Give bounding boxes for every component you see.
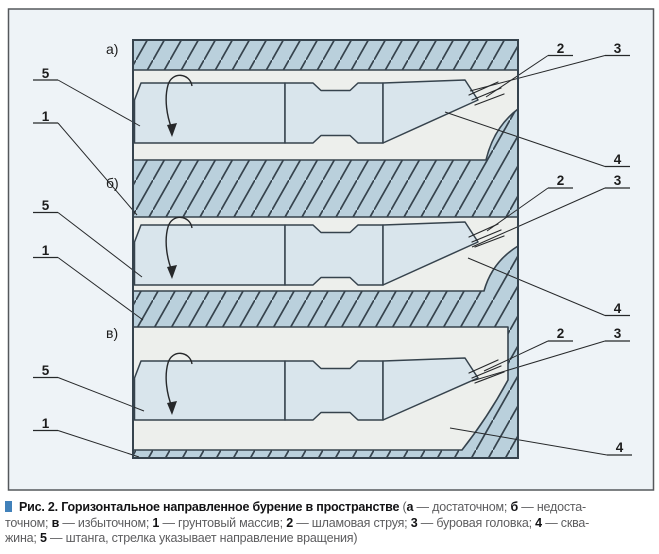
callout-5-label: 5 [42, 363, 50, 378]
leader-line-3 [471, 340, 606, 382]
leader-line-1 [57, 122, 138, 216]
drill-rod-connector-b [284, 224, 384, 286]
callout-1-label: 1 [42, 416, 50, 431]
drill-head-b [382, 221, 479, 286]
callout-2-label: 2 [557, 41, 565, 56]
rotation-arrow-icon-b [165, 216, 193, 279]
section-letter-b: б) [106, 175, 119, 191]
callout-2-label: 2 [557, 173, 565, 188]
drill-head-v [382, 357, 479, 421]
callout-1-label: 1 [42, 109, 50, 124]
leader-line-5 [57, 212, 143, 278]
callout-1-label: 1 [42, 243, 50, 258]
caption-line-1: Рис. 2. Горизонтальное направленное буре… [5, 500, 657, 516]
drill-rod-body-v [133, 360, 286, 421]
caption-line-3: жина; 5 — штанга, стрелка указывает напр… [5, 531, 358, 545]
leader-line-1 [57, 430, 140, 458]
callout-3-label: 3 [614, 41, 622, 56]
drill-rod-connector-a [284, 82, 384, 144]
callouts-a: 5 1 2 3 4 [33, 41, 630, 216]
callout-3-label: 3 [614, 326, 622, 341]
leader-line-3 [469, 55, 606, 92]
leader-line-2 [483, 340, 549, 372]
callouts-v: 5 1 2 3 4 [33, 326, 632, 458]
callout-5-label: 5 [42, 198, 50, 213]
caption-title: Рис. 2. Горизонтальное направленное буре… [19, 500, 400, 514]
rotation-arrow-icon-v [165, 352, 193, 415]
ground-massif-outline [132, 39, 519, 459]
section-v: в) 5 1 2 3 4 [33, 325, 632, 458]
caption-line-2: точном; в — избыточном; 1 — грунтовый ма… [5, 515, 590, 530]
callout-4-label: 4 [616, 440, 624, 455]
leader-line-3 [471, 187, 606, 248]
leader-line-4 [444, 111, 606, 167]
drill-head-a [382, 79, 479, 144]
callout-4-label: 4 [614, 152, 622, 167]
drilling-diagram: а) 5 1 2 3 4 [7, 8, 655, 491]
drill-rod-body-a [133, 82, 286, 144]
callout-5-label: 5 [42, 66, 50, 81]
slurry-jet-icon-v [468, 359, 505, 384]
leader-line-4 [449, 427, 608, 456]
callout-2-label: 2 [557, 326, 565, 341]
leader-line-1 [57, 257, 144, 321]
section-letter-v: в) [106, 325, 118, 341]
leader-line-4 [467, 257, 606, 316]
section-letter-a: а) [106, 41, 118, 57]
callout-3-label: 3 [614, 173, 622, 188]
callout-4-label: 4 [614, 301, 622, 316]
drill-rod-connector-v [284, 360, 384, 421]
leader-line-5 [57, 377, 145, 412]
rotation-arrow-icon-a [165, 74, 193, 137]
section-a: а) 5 1 2 3 4 [33, 41, 630, 216]
leader-line-5 [57, 79, 141, 127]
drill-rod-body-b [133, 224, 286, 286]
caption-bullet-icon [5, 501, 12, 512]
figure-caption: Рис. 2. Горизонтальное направленное буре… [5, 500, 657, 547]
